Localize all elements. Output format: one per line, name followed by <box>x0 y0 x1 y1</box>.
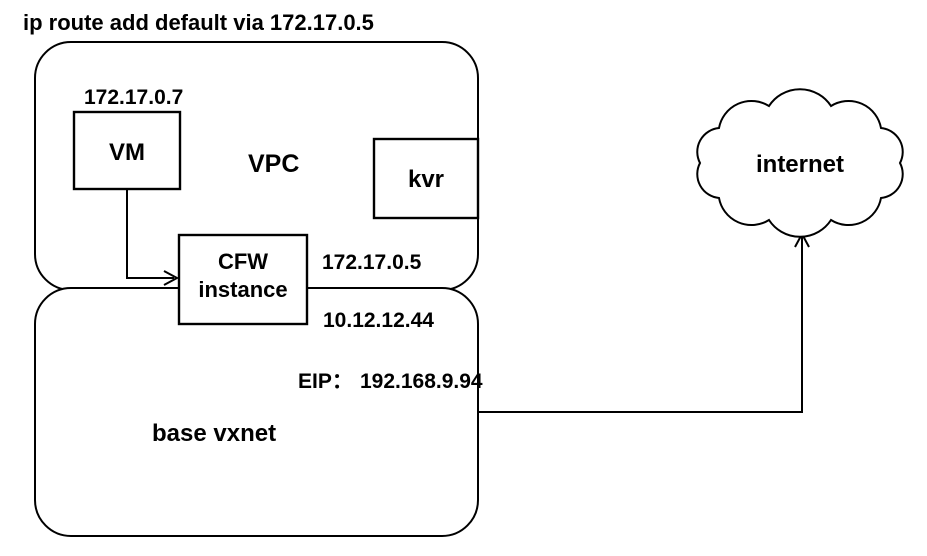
vm-label: VM <box>109 139 145 166</box>
cfw-label-line1: CFW <box>218 249 268 274</box>
vpc-label: VPC <box>248 150 299 178</box>
kvr-box <box>372 137 480 220</box>
internet-label: internet <box>756 151 844 178</box>
diagram-title: ip route add default via 172.17.0.5 <box>23 10 374 35</box>
cfw-instance-box <box>177 233 309 326</box>
cfw-vpc-ip-label: 172.17.0.5 <box>322 251 422 274</box>
vm-ip-label: 172.17.0.7 <box>84 86 183 109</box>
vxnet-to-internet-arrow <box>478 231 810 413</box>
base-vxnet-label: base vxnet <box>152 420 276 447</box>
internet-cloud-icon <box>696 88 904 238</box>
vm-to-cfw-arrow <box>126 189 180 286</box>
arrowhead-right-icon <box>163 270 180 286</box>
kvr-label: kvr <box>408 166 444 193</box>
eip-value: 192.168.9.94 <box>360 370 483 393</box>
vxnet-to-internet-line <box>478 237 803 413</box>
cfw-label-line2: instance <box>198 277 287 302</box>
vm-box <box>72 110 182 191</box>
eip-label: EIP： <box>298 370 353 393</box>
vm-to-cfw-line <box>126 189 174 279</box>
cfw-vxnet-ip-label: 10.12.12.44 <box>323 309 434 332</box>
